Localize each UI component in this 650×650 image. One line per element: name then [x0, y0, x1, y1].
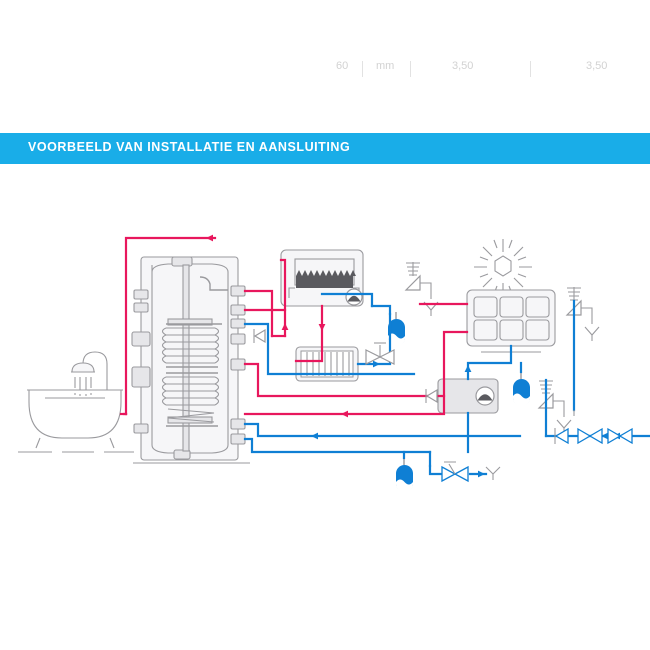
solar-collector-panel	[466, 239, 556, 353]
dual-coil-buffer-storage-tank	[131, 256, 250, 464]
pipe-solar-cold	[466, 344, 513, 381]
tank-port-right	[230, 304, 246, 316]
tank-port-right	[230, 358, 246, 371]
ghost-separator	[530, 61, 531, 77]
expansion-vessel	[513, 372, 530, 407]
flow-arrow-blue	[601, 432, 608, 440]
solar-pump-station	[437, 378, 499, 414]
radiator	[295, 346, 359, 382]
installation-schematic: .ln { fill:none; stroke:#9a9a9e; stroke-…	[0, 164, 650, 650]
pipe-to-reducer	[428, 464, 444, 476]
isolating-valve	[577, 427, 592, 445]
isolating-valve	[607, 427, 622, 445]
flow-arrow-red	[341, 410, 348, 418]
tank-port-right	[230, 418, 246, 430]
pipe-cold-main-1	[243, 422, 522, 438]
clipped-table-row: 60 mm 3,50 3,50	[0, 60, 650, 86]
ghost-row-clip-mask	[0, 78, 650, 94]
ghost-cell: 3,50	[586, 60, 608, 72]
safety-relief-valve	[565, 287, 600, 341]
water-droplets-icon	[74, 377, 92, 396]
flow-arrow-blue	[478, 470, 485, 478]
shower-arm	[82, 351, 108, 390]
flow-arrow-blue	[373, 360, 380, 368]
pipe-tank-to-boiler	[243, 258, 287, 312]
burner-flames-icon	[296, 270, 356, 276]
ghost-separator	[362, 61, 363, 77]
ghost-cell: mm	[376, 60, 395, 72]
flow-arrow-blue	[311, 432, 318, 440]
tank-port-left	[133, 423, 149, 434]
tank-port-right	[230, 318, 246, 329]
section-banner: VOORBEELD VAN INSTALLATIE EN AANSLUITING	[0, 133, 650, 164]
boiler-circulation-pump	[345, 288, 363, 306]
drain-outlet-icon	[485, 466, 501, 475]
ghost-separator	[410, 61, 411, 77]
lower-heat-exchanger-coil	[161, 372, 220, 427]
pipe-cold-main-2	[243, 437, 432, 454]
safety-relief-valve	[404, 262, 439, 316]
pipe-radiator-return	[356, 312, 392, 366]
upper-heat-exchanger-coil	[161, 323, 222, 368]
pipe-hot-to-bath	[124, 236, 217, 416]
tank-port-left	[131, 331, 151, 347]
expansion-vessel	[388, 312, 405, 347]
tank-port-left	[131, 366, 151, 388]
flow-arrow-blue	[464, 365, 472, 372]
expansion-vessel	[396, 458, 413, 493]
tank-port-right	[230, 333, 246, 345]
thermostatic-mixing-valve	[365, 342, 395, 365]
shower-head-icon	[71, 362, 95, 373]
tank-port-right	[230, 433, 246, 445]
sun-icon	[474, 239, 532, 296]
bathtub-with-shower	[18, 351, 134, 453]
ghost-cell: 3,50	[452, 60, 474, 72]
drain-funnel-icon	[584, 326, 600, 336]
gas-boiler	[280, 249, 364, 307]
tank-port-left	[133, 302, 149, 313]
non-return-valve	[253, 328, 266, 344]
tank-port-left	[133, 289, 149, 300]
solar-circulation-pump	[475, 386, 495, 406]
safety-relief-valve	[537, 380, 572, 434]
flow-arrow-red	[318, 324, 326, 331]
non-return-valve	[425, 388, 438, 404]
pipe-boiler-cold-in	[370, 304, 392, 316]
non-return-valve	[554, 427, 569, 445]
pressure-reducing-valve	[441, 461, 501, 483]
pipe-tank-cold	[243, 322, 416, 376]
cold-water-inlet-valve-group	[554, 427, 633, 445]
drain-funnel-icon	[556, 419, 572, 429]
ghost-cell: 60	[336, 60, 349, 72]
tank-port-right	[230, 285, 246, 297]
section-banner-title: VOORBEELD VAN INSTALLATIE EN AANSLUITING	[28, 140, 351, 154]
flow-arrow-red	[206, 234, 213, 242]
